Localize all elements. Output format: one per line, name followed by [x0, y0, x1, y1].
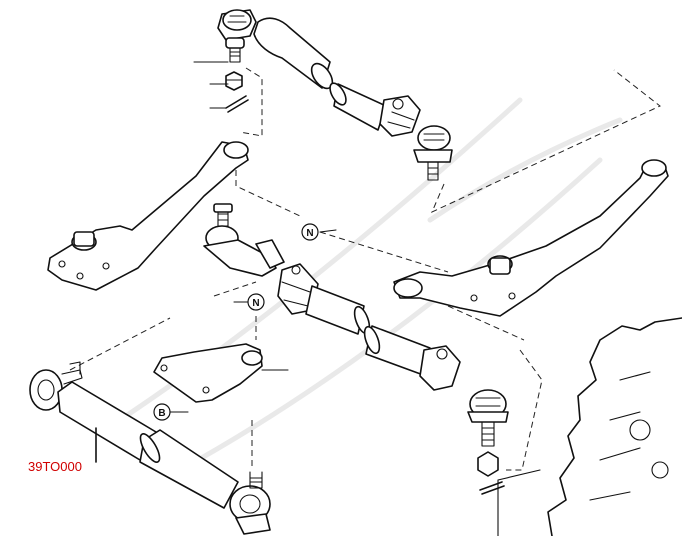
left-idler-arm [47, 141, 249, 291]
callout-label-n: N [252, 298, 259, 309]
part-reference-label[interactable]: 39TO000 [28, 459, 82, 474]
assembly-guide-lines-lower [69, 281, 543, 471]
callout-label-n: N [306, 228, 313, 239]
engine-block-outline [497, 317, 682, 536]
assembly-guide-lines-upper [235, 67, 661, 273]
upper-tie-rod [193, 9, 453, 181]
callout-label-b: B [158, 408, 165, 419]
right-pitman-arm [393, 159, 669, 317]
callout-b: B [153, 403, 189, 421]
callout-n-upper: N [301, 223, 337, 241]
bracket-plate [153, 343, 289, 403]
steering-damper [29, 361, 271, 535]
callout-n-lower: N [233, 293, 265, 311]
center-drag-link [203, 203, 509, 495]
